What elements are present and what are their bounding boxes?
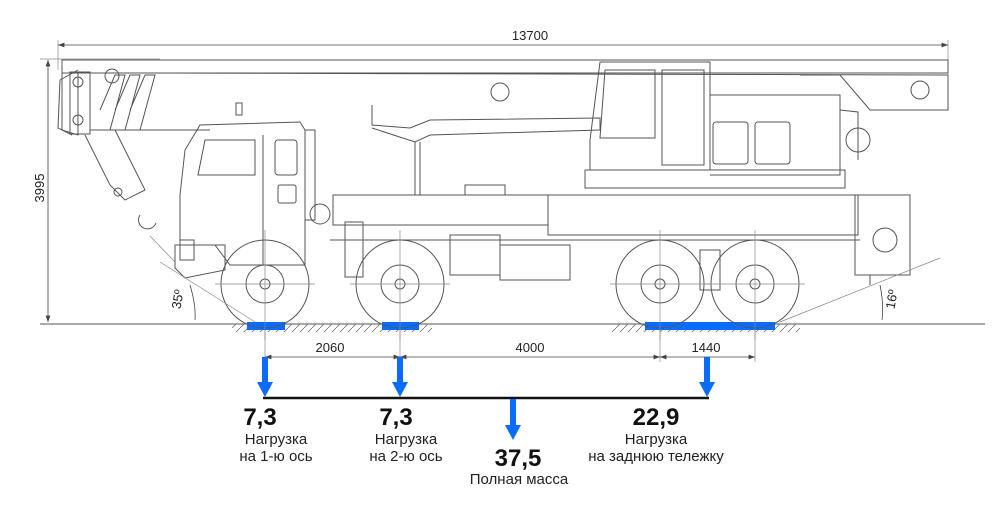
wheel-axle-1 bbox=[215, 230, 315, 340]
total-mass-arrow bbox=[505, 399, 521, 440]
axle-2-bogie-distance: 4000 bbox=[516, 340, 545, 355]
chassis bbox=[330, 194, 911, 291]
total-mass-label: Полная масса bbox=[470, 471, 569, 488]
bogie-load-arrow bbox=[699, 357, 715, 397]
approach-angle-label: 35º bbox=[169, 288, 187, 310]
wheelbase-dimensions: 2060 4000 1440 bbox=[264, 330, 756, 362]
overall-height-dimension: 3995 bbox=[32, 58, 160, 322]
bogie-label-1: Нагрузка bbox=[625, 431, 688, 448]
bogie-label-2: на заднюю тележку bbox=[588, 448, 724, 465]
axle-2-load-arrow bbox=[392, 357, 408, 397]
crane-superstructure bbox=[464, 61, 846, 196]
total-mass-value: 37,5 bbox=[495, 445, 542, 472]
axle-1-load-arrow bbox=[257, 357, 273, 397]
axle-2-label-1: Нагрузка bbox=[375, 431, 438, 448]
axle-1-load-value: 7,3 bbox=[243, 404, 276, 431]
approach-angle: 35º bbox=[159, 261, 256, 323]
axle-1-2-distance: 2060 bbox=[316, 340, 345, 355]
crane-boom bbox=[57, 59, 949, 263]
bogie-load-value: 22,9 bbox=[633, 404, 680, 431]
load-diagram: 7,3 Нагрузка на 1-ю ось 7,3 Нагрузка на … bbox=[239, 357, 724, 488]
wheel-axle-2 bbox=[350, 230, 450, 340]
axle-1-label-1: Нагрузка bbox=[245, 431, 308, 448]
ground bbox=[40, 322, 985, 332]
bogie-base-distance: 1440 bbox=[692, 340, 721, 355]
axle-2-contact-patch bbox=[382, 322, 419, 330]
departure-angle-label: 16º bbox=[883, 288, 901, 310]
wheel-axle-3 bbox=[610, 230, 710, 340]
axle-1-label-2: на 1-ю ось bbox=[239, 448, 312, 465]
axle-2-load-value: 7,3 bbox=[379, 404, 412, 431]
overall-length-label: 13700 bbox=[512, 28, 548, 43]
luffing-cylinder bbox=[371, 105, 601, 195]
overall-length-dimension: 13700 bbox=[57, 28, 949, 75]
departure-angle: 16º bbox=[779, 257, 941, 323]
overall-height-label: 3995 bbox=[32, 174, 47, 203]
axle-2-label-2: на 2-ю ось bbox=[369, 448, 442, 465]
bogie-contact-patch bbox=[645, 322, 775, 330]
axle-1-contact-patch bbox=[247, 322, 285, 330]
wheels bbox=[215, 230, 805, 340]
wheel-axle-4 bbox=[705, 230, 805, 340]
truck-cab bbox=[174, 102, 331, 279]
